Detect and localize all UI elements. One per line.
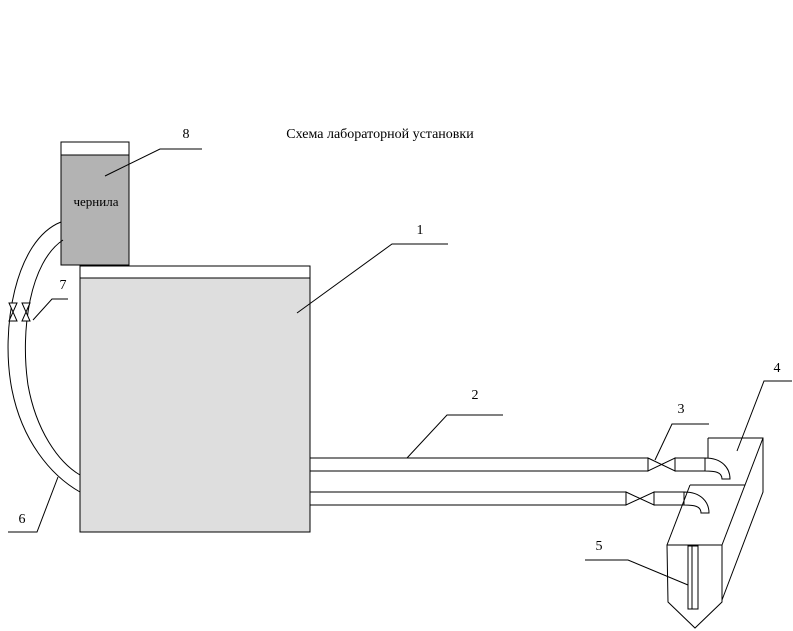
callout-pipe: 2	[406, 388, 503, 459]
svg-text:4: 4	[774, 361, 781, 376]
pipe-lower	[309, 491, 710, 514]
hose	[7, 221, 81, 493]
callout-valve: 3	[654, 402, 709, 461]
callout-main-tank: 1	[296, 223, 448, 314]
main-tank-body	[79, 277, 311, 533]
tray	[666, 437, 764, 629]
hose-valve	[8, 302, 31, 322]
svg-text:3: 3	[678, 402, 685, 417]
ink-label: чернила	[74, 194, 119, 209]
svg-text:6: 6	[19, 512, 26, 527]
svg-text:1: 1	[417, 223, 424, 238]
svg-text:7: 7	[60, 278, 67, 293]
callout-tray: 4	[736, 361, 792, 452]
callout-hose: 6	[8, 476, 59, 533]
svg-text:5: 5	[596, 539, 603, 554]
callout-hose-valve: 7	[32, 278, 68, 321]
svg-text:2: 2	[472, 388, 479, 403]
ink-reservoir: чернила	[60, 141, 130, 266]
valve-lower	[625, 491, 655, 506]
nozzle	[687, 545, 699, 610]
svg-text:8: 8	[183, 127, 190, 142]
diagram-title: Схема лабораторной установки	[286, 127, 474, 142]
callout-nozzle: 5	[585, 539, 689, 586]
ink-reservoir-body	[60, 154, 130, 266]
callout-reservoir: 8	[104, 127, 202, 177]
pipe-upper	[309, 457, 731, 480]
valve-upper	[647, 457, 676, 472]
main-tank	[79, 265, 311, 533]
